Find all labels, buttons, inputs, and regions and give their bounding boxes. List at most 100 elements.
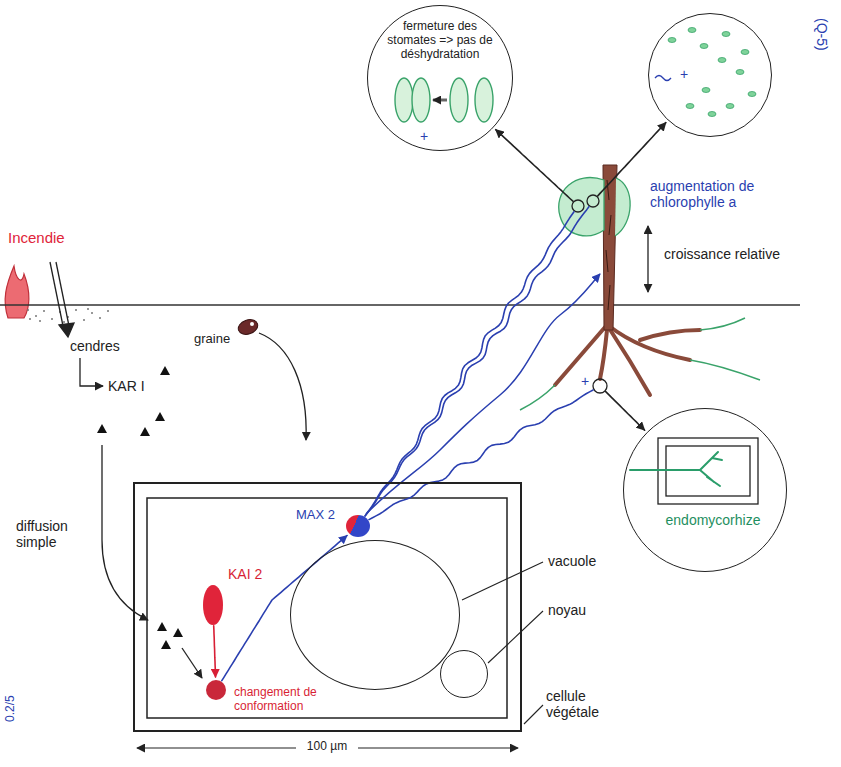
chlorophyll-dots (688, 28, 696, 33)
ash-arrow (80, 358, 103, 386)
receptor-blob: KAI 2 (203, 585, 223, 625)
plant-stem (606, 180, 611, 310)
sign-mark: + (420, 128, 434, 144)
chlorophyll-dots (668, 38, 676, 43)
ash-soil (39, 320, 41, 322)
connector (365, 123, 666, 516)
plant-fine-roots (700, 318, 745, 330)
ash-soil (83, 319, 85, 321)
chlorophyll-dots (748, 92, 756, 97)
fire-arrow (56, 262, 69, 326)
part-label: vacuole (548, 553, 618, 569)
stomata-drawing (412, 78, 430, 122)
stomata-drawing (395, 78, 493, 122)
substance-label: cendres (70, 338, 140, 354)
leader-lines (488, 611, 543, 663)
plant-fine-roots (520, 318, 760, 410)
kar-molecules (97, 424, 107, 433)
target-points (572, 195, 607, 393)
growth-signal (366, 274, 600, 514)
plant-stem (603, 165, 617, 330)
event-label: Incendie (8, 229, 88, 246)
fire-flame (5, 266, 29, 318)
chlorophyll-dots (736, 70, 744, 75)
stomata-drawing (450, 78, 468, 122)
connector (214, 626, 216, 677)
ash-soil (27, 309, 29, 311)
question-number: (Q-5) (814, 18, 830, 68)
plant-leaf (615, 178, 630, 236)
mycorrhiza-hypha (700, 452, 722, 486)
growth-arrow (647, 226, 648, 292)
kar-molecules-in-cell (173, 628, 183, 637)
plant-roots (555, 326, 700, 395)
ash-soil (63, 321, 65, 323)
ash-soil (75, 309, 77, 311)
ash-soil (35, 315, 37, 317)
effect-label: augmentation de chlorophylle a (650, 178, 795, 210)
chlorophyll-dots (686, 104, 694, 109)
effect-label: croissance relative (664, 246, 824, 262)
cell-membrane (147, 498, 507, 718)
stomata-arrow (433, 100, 447, 101)
kar-molecules (155, 412, 165, 421)
zoom-circle: fermeture des stomates => pas de déshydr… (367, 5, 513, 151)
signal-line (365, 207, 589, 516)
ash-soil (51, 318, 53, 320)
ground-line (0, 305, 800, 306)
part-label: noyau (548, 602, 618, 618)
zoom-circle: endomycorhize (623, 408, 787, 572)
target-points (572, 200, 584, 212)
plant-roots (640, 330, 700, 340)
vacuole-shape: vacuole (290, 540, 460, 690)
chlorophyll-dots (741, 50, 749, 55)
sign-mark: + (680, 66, 694, 82)
ash-soil (29, 318, 31, 320)
protein-label: MAX 2 (296, 508, 342, 523)
score-mark: 0.2/5 (4, 678, 18, 722)
ash-soil (43, 310, 45, 312)
plant-roots (600, 330, 607, 379)
binding-arrow (182, 648, 202, 678)
ground-line (0, 304, 800, 306)
stomata-drawing (475, 78, 493, 122)
chlorophyll-dots (668, 28, 756, 117)
growth-signal (366, 274, 600, 514)
receptor-blob: changement de conformation (206, 680, 226, 700)
chlorophyll-dots (718, 58, 726, 63)
plant-roots (555, 326, 606, 385)
connector (222, 536, 347, 681)
seed (236, 317, 260, 337)
nucleus-shape: noyau (440, 650, 488, 698)
signal-line (369, 390, 593, 520)
kar-molecules (97, 366, 170, 436)
zoom-circle: augmentation de chlorophylle a (648, 13, 772, 137)
binding-arrow (182, 648, 202, 678)
protein-label: KAI 2 (228, 566, 278, 582)
signal-line (222, 536, 347, 681)
fire-flame (5, 266, 29, 318)
molecule-label: KAR I (108, 378, 158, 394)
target-points (587, 195, 599, 207)
seed (236, 317, 260, 337)
ash-soil (107, 310, 109, 312)
chlorophyll-dots (700, 44, 708, 49)
chlorophyll-signal (655, 76, 671, 81)
ash-soil (87, 308, 89, 310)
process-label: changement de conformation (234, 686, 330, 714)
chlorophyll-dots (708, 112, 716, 117)
effect-label: fermeture des stomates => pas de déshydr… (380, 20, 500, 61)
seed-arrow (259, 333, 306, 440)
kar-molecules (140, 427, 150, 436)
ash-arrow (80, 358, 103, 386)
effect-arrow (606, 392, 645, 431)
chlorophyll-signal (655, 76, 671, 81)
target-points (593, 379, 607, 393)
sign-mark: + (581, 373, 595, 389)
growth-arrow (648, 226, 649, 292)
plant-fine-roots (690, 360, 760, 380)
plant-leaf (559, 178, 630, 236)
seed (250, 322, 254, 326)
stomata-drawing (395, 78, 413, 122)
